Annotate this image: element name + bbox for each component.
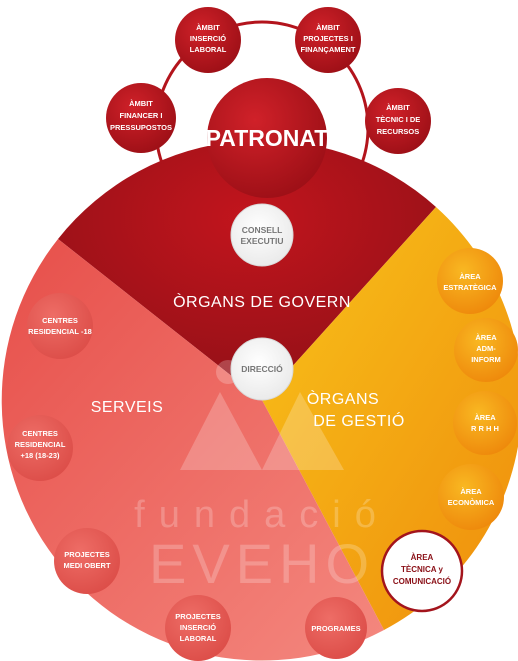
ambit-projectes-line-3: FINANÇAMENT — [301, 45, 356, 54]
projectes-insercio-line-3: LABORAL — [180, 634, 217, 643]
area-adm-inform-line-2: ADM- — [476, 344, 496, 353]
area-tecnica-line-3: COMUNICACIÓ — [393, 577, 451, 586]
direccio-node[interactable]: DIRECCIÓ — [230, 337, 294, 401]
eveho-watermark: fundació EVEHO — [134, 360, 390, 595]
centres-majors-line-1: CENTRES — [22, 429, 58, 438]
area-estrategica-line-1: ÀREA — [459, 272, 481, 281]
projectes-insercio-line-1: PROJECTES — [175, 612, 220, 621]
govern-label: ÒRGANS DE GOVERN — [173, 292, 351, 311]
area-tecnica-line-2: TÈCNICA y — [401, 565, 443, 574]
watermark-line-1: fundació — [134, 494, 390, 536]
gestio-label-line-1: ÒRGANS — [307, 389, 379, 408]
ambit-insercio-laboral-line-3: LABORAL — [190, 45, 227, 54]
patronat-node[interactable]: PATRONAT — [206, 78, 329, 198]
area-rrhh-line-1: ÀREA — [474, 413, 496, 422]
watermark-logo-mark — [180, 392, 344, 470]
direccio-label: DIRECCIÓ — [241, 363, 283, 374]
ambit-insercio-laboral-line-2: INSERCIÓ — [190, 34, 226, 43]
area-rrhh-line-2: R R H H — [471, 424, 499, 433]
ambit-financer-line-3: PRESSUPOSTOS — [110, 123, 172, 132]
serveis-label: SERVEIS — [91, 399, 164, 416]
ambit-insercio-laboral-line-1: ÀMBIT — [196, 23, 220, 32]
area-rrhh-node[interactable]: ÀREA R R H H — [453, 391, 517, 455]
area-adm-inform-line-3: INFORM — [471, 355, 501, 364]
area-adm-inform-line-1: ÀREA — [475, 333, 497, 342]
ambit-tecnic-line-1: ÀMBIT — [386, 103, 410, 112]
area-tecnica-comunicacio-node[interactable]: ÀREA TÈCNICA y COMUNICACIÓ — [380, 529, 464, 613]
consell-executiu-node[interactable]: CONSELL EXECUTIU — [230, 203, 294, 267]
centres-menors-line-2: RESIDENCIAL -18 — [28, 327, 92, 336]
patronat-label: PATRONAT — [206, 125, 329, 151]
ambit-financer-line-1: ÀMBIT — [129, 99, 153, 108]
ambit-financer-node[interactable]: ÀMBIT FINANCER I PRESSUPOSTOS — [106, 83, 176, 153]
gestio-label-line-2: DE GESTIÓ — [313, 411, 405, 430]
programes-node[interactable]: PROGRAMES — [305, 597, 367, 659]
projectes-insercio-line-2: INSERCIÓ — [180, 623, 216, 632]
sector-govern — [58, 140, 436, 400]
ambit-projectes-financament-node[interactable]: ÀMBIT PROJECTES I FINANÇAMENT — [295, 7, 361, 73]
medi-obert-line-1: PROJECTES — [64, 550, 109, 559]
ambit-insercio-laboral-node[interactable]: ÀMBIT INSERCIÓ LABORAL — [175, 7, 241, 73]
centres-majors-line-2: RESIDENCIAL — [15, 440, 66, 449]
projectes-insercio-laboral-node[interactable]: PROJECTES INSERCIÓ LABORAL — [165, 595, 231, 661]
ambit-financer-line-2: FINANCER I — [120, 111, 163, 120]
consell-executiu-line-1: CONSELL — [242, 225, 283, 235]
area-tecnica-line-1: ÀREA — [411, 553, 434, 562]
area-economica-line-1: ÀREA — [460, 487, 482, 496]
consell-executiu-line-2: EXECUTIU — [241, 236, 284, 246]
centres-residencial-menors-node[interactable]: CENTRES RESIDENCIAL -18 — [27, 293, 93, 359]
ambit-projectes-line-2: PROJECTES I — [303, 34, 353, 43]
ambit-projectes-line-1: ÀMBIT — [316, 23, 340, 32]
medi-obert-line-2: MEDI OBERT — [63, 561, 111, 570]
area-estrategica-node[interactable]: ÀREA ESTRATÈGICA — [437, 248, 503, 314]
projectes-medi-obert-node[interactable]: PROJECTES MEDI OBERT — [54, 528, 120, 594]
area-estrategica-line-2: ESTRATÈGICA — [443, 283, 497, 292]
centres-menors-line-1: CENTRES — [42, 316, 78, 325]
area-economica-node[interactable]: ÀREA ECONÒMICA — [438, 464, 504, 530]
programes-label: PROGRAMES — [311, 624, 360, 633]
watermark-line-2: EVEHO — [149, 532, 375, 595]
ambit-tecnic-node[interactable]: ÀMBIT TÈCNIC I DE RECURSOS — [365, 88, 431, 154]
ambit-tecnic-line-2: TÈCNIC I DE — [376, 115, 421, 124]
centres-residencial-majors-node[interactable]: CENTRES RESIDENCIAL +18 (18-23) — [7, 415, 73, 481]
area-adm-inform-node[interactable]: ÀREA ADM- INFORM — [454, 318, 518, 382]
ambit-tecnic-line-3: RECURSOS — [377, 127, 420, 136]
area-economica-line-2: ECONÒMICA — [448, 498, 495, 507]
centres-majors-line-3: +18 (18-23) — [21, 451, 60, 460]
